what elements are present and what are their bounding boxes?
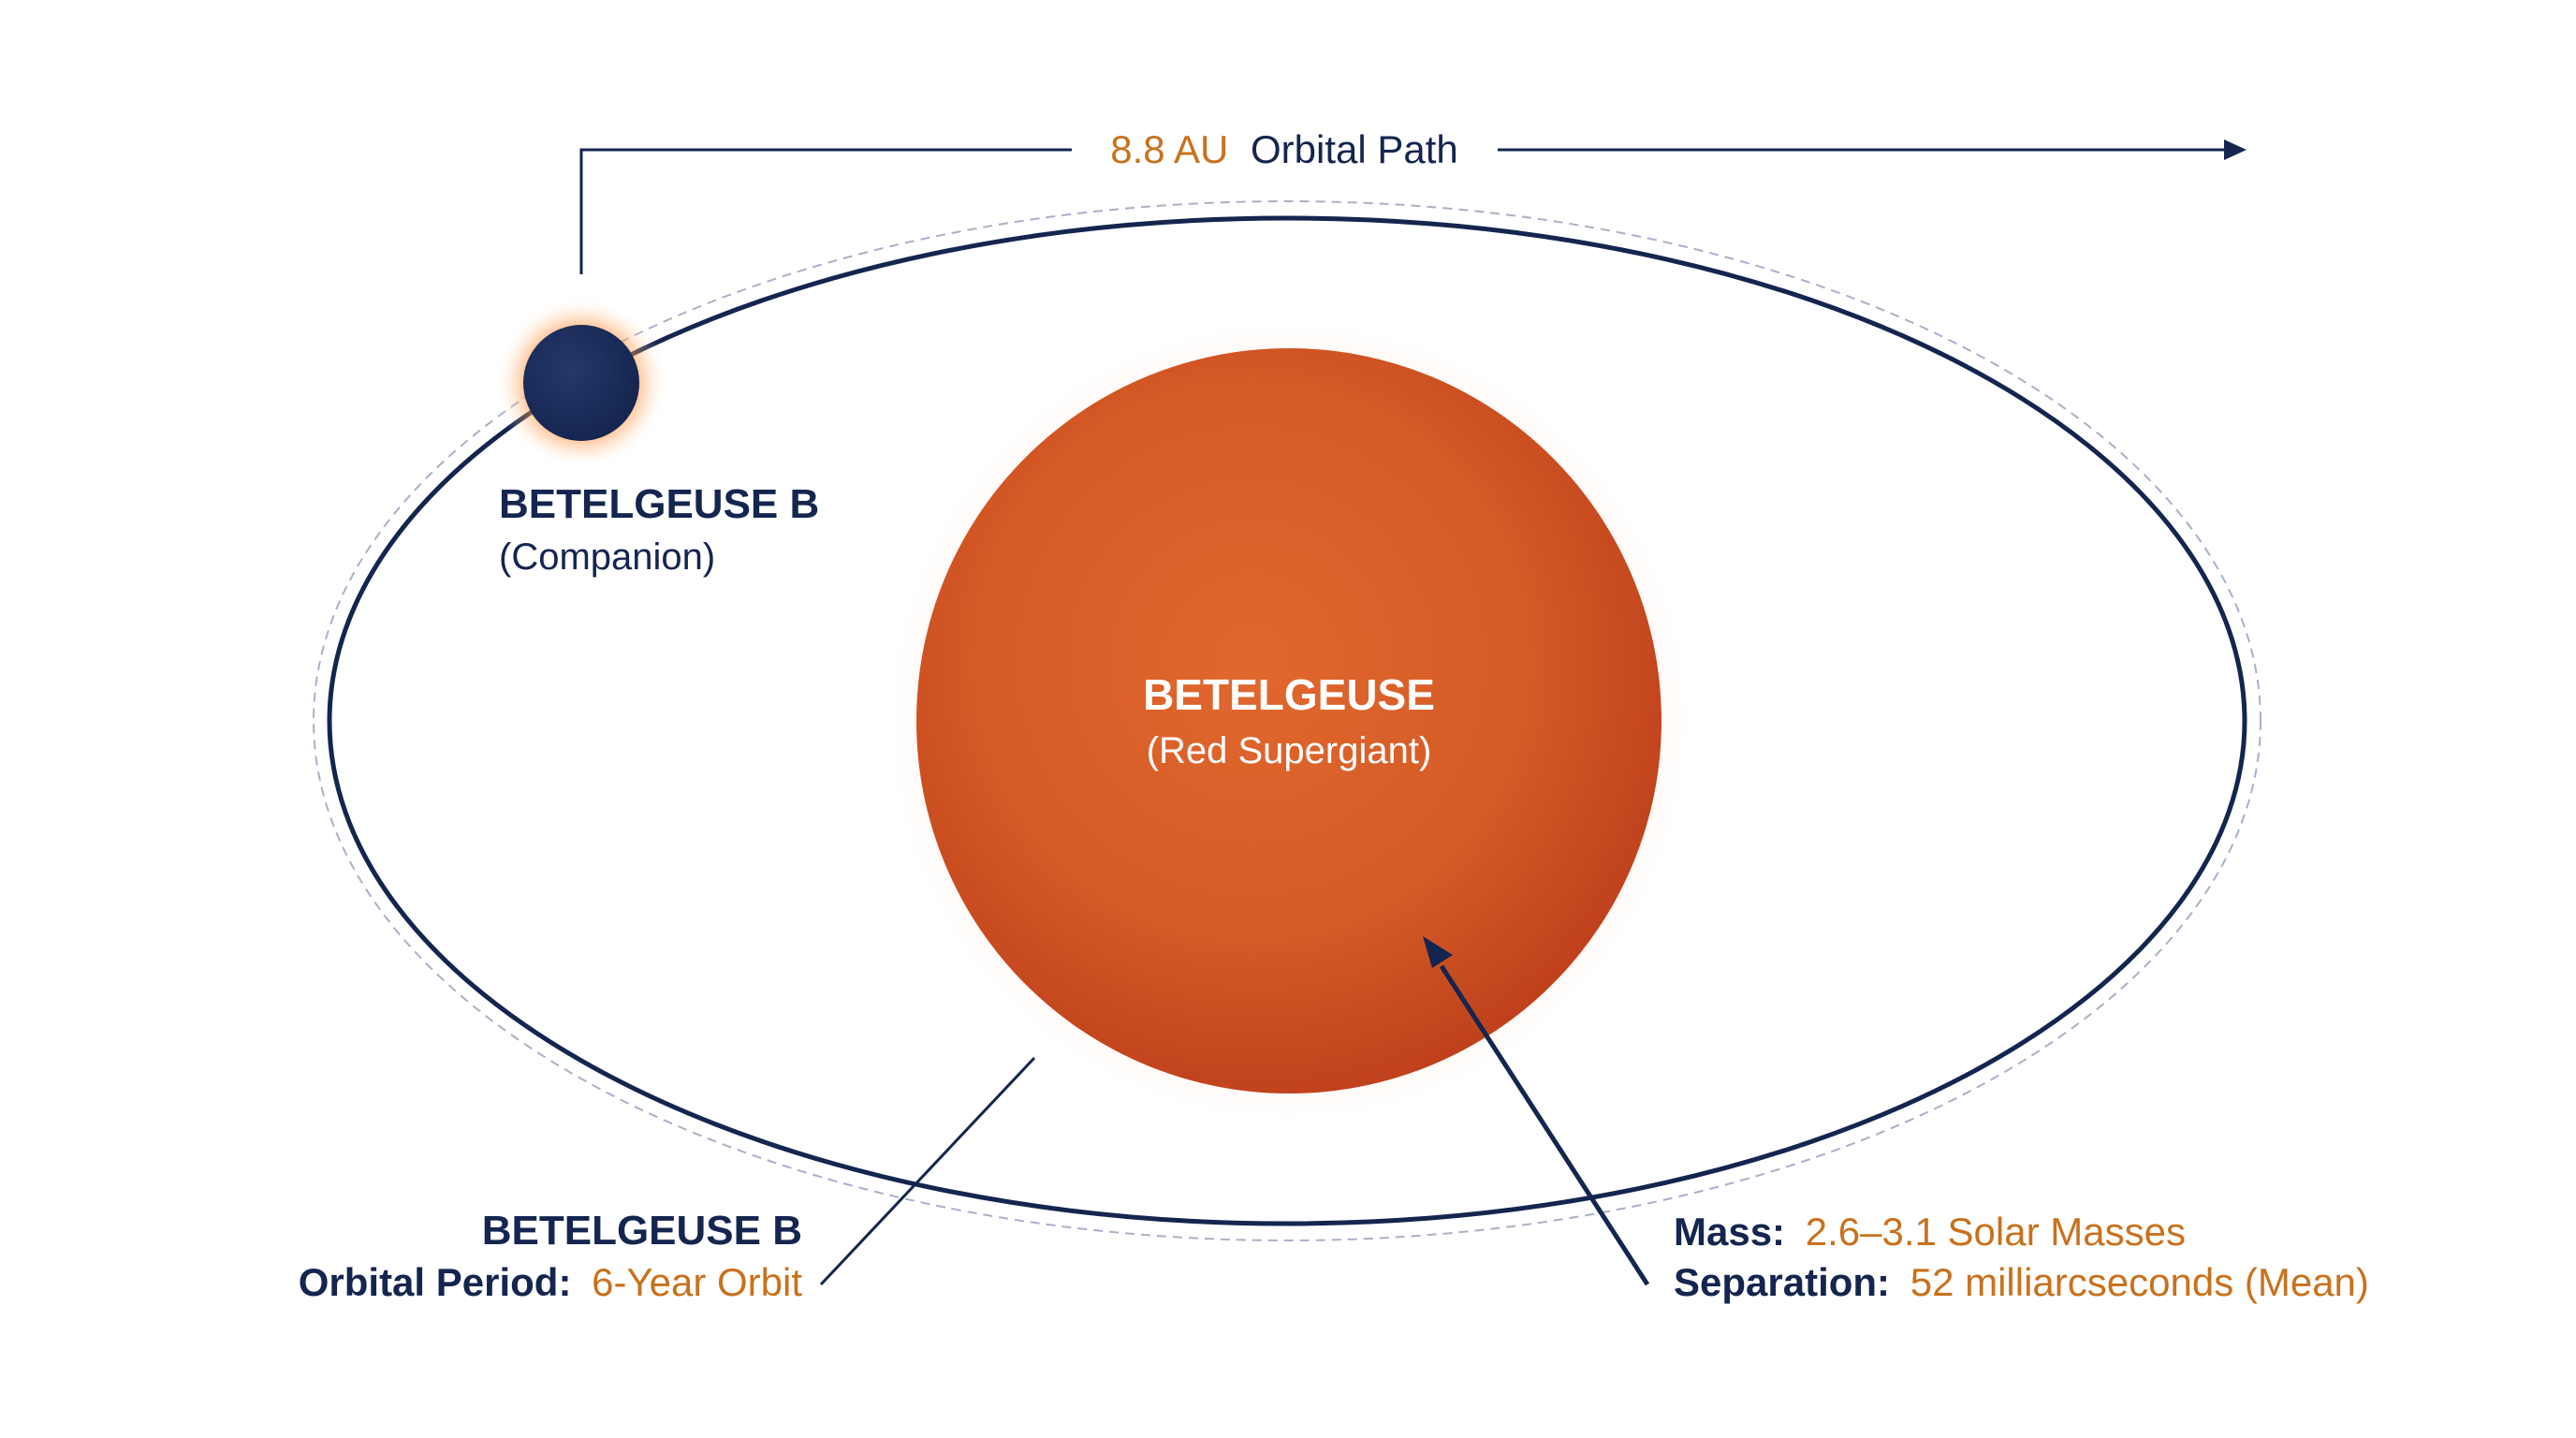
companion-body [523, 325, 639, 441]
orbital-path-label: 8.8 AU Orbital Path [1110, 127, 1458, 171]
primary-star-descriptor: (Red Supergiant) [1147, 730, 1432, 771]
orbital-path-bracket-line [579, 148, 1072, 274]
stats-mass: Mass: 2.6–3.1 Solar Masses [1674, 1210, 2186, 1254]
orbital-path-callout: 8.8 AU Orbital Path [579, 127, 2247, 274]
companion-descriptor: (Companion) [499, 536, 715, 578]
companion-star [495, 297, 667, 469]
stats-separation: Separation: 52 milliarcseconds (Mean) [1674, 1260, 2369, 1304]
stats-pointer-line [1439, 964, 1650, 1286]
separation-value: 52 milliarcseconds (Mean) [1910, 1260, 2369, 1304]
orbit-info-period: Orbital Period: 6-Year Orbit [299, 1260, 803, 1304]
stats-pointer-arrowhead [1423, 936, 1453, 968]
betelgeuse-star: BETELGEUSE (Red Supergiant) [885, 316, 1693, 1125]
orbit-period-value: 6-Year Orbit [592, 1260, 802, 1304]
separation-label: Separation: [1674, 1260, 1890, 1304]
star-body [916, 348, 1661, 1093]
companion-name: BETELGEUSE B [499, 481, 819, 527]
orbit-period-label: Orbital Period: [299, 1260, 572, 1304]
orbit-info-name: BETELGEUSE B [482, 1208, 802, 1254]
orbital-path-text: Orbital Path [1251, 127, 1458, 171]
mass-label: Mass: [1674, 1210, 1785, 1254]
orbital-path-arrowhead [2224, 139, 2247, 160]
orbit-info-leader-line [819, 1056, 1036, 1286]
orbit-dashed-outline [313, 200, 2261, 1241]
orbit-ellipse [327, 215, 2247, 1226]
primary-star-name: BETELGEUSE [1143, 670, 1435, 719]
mass-value: 2.6–3.1 Solar Masses [1806, 1210, 2186, 1254]
orbital-path-value: 8.8 AU [1110, 127, 1228, 171]
